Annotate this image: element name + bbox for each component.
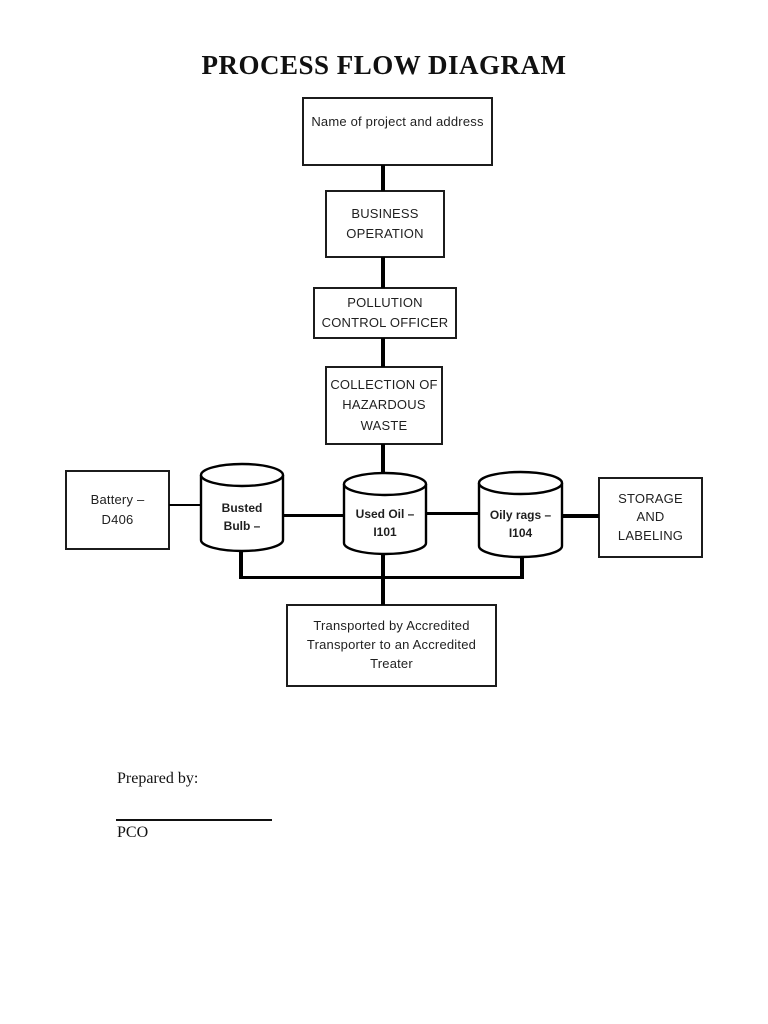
node-collection-hazardous-waste: COLLECTION OF HAZARDOUS WASTE bbox=[325, 366, 443, 445]
connector-oily-rags-down bbox=[520, 556, 524, 579]
cylinder-used-oil-label: Used Oil – I101 bbox=[355, 506, 415, 539]
cylinder-used-oil: Used Oil – I101 bbox=[342, 471, 428, 557]
page-title: PROCESS FLOW DIAGRAM bbox=[201, 50, 567, 80]
cylinder-shape bbox=[342, 471, 428, 556]
node-transport-accredited: Transported by Accredited Transporter to… bbox=[286, 604, 497, 687]
cylinder-busted-bulb: Busted Bulb – bbox=[199, 462, 285, 554]
cylinder-busted-bulb-label: Busted Bulb – bbox=[221, 501, 263, 534]
connector-busted-bulb-down bbox=[239, 550, 243, 579]
node-business-operation: BUSINESS OPERATION bbox=[325, 190, 445, 258]
footer-prepared-by: Prepared by: bbox=[117, 770, 199, 787]
footer-pco: PCO bbox=[117, 824, 149, 841]
connector-busted-bulb-to-used-oil bbox=[284, 514, 343, 517]
connector-battery-to-busted-bulb bbox=[169, 504, 200, 506]
connector-collection-to-used-oil bbox=[381, 444, 385, 472]
connector-project-to-business bbox=[381, 165, 385, 191]
cylinder-oily-rags-label: Oily rags – I104 bbox=[489, 508, 552, 540]
connector-used-oil-to-oily-rags bbox=[427, 512, 478, 515]
connector-used-oil-to-transport bbox=[381, 553, 385, 605]
connector-business-to-pco bbox=[381, 257, 385, 288]
connector-oily-rags-to-storage bbox=[563, 514, 599, 518]
connector-pco-to-collection bbox=[381, 338, 385, 367]
node-battery: Battery – D406 bbox=[65, 470, 170, 550]
node-storage-labeling: STORAGE AND LABELING bbox=[598, 477, 703, 558]
node-project-name-address: Name of project and address bbox=[302, 97, 493, 166]
node-pollution-control-officer: POLLUTION CONTROL OFFICER bbox=[313, 287, 457, 339]
signature-line bbox=[116, 819, 272, 821]
cylinder-oily-rags: Oily rags – I104 bbox=[477, 470, 564, 560]
